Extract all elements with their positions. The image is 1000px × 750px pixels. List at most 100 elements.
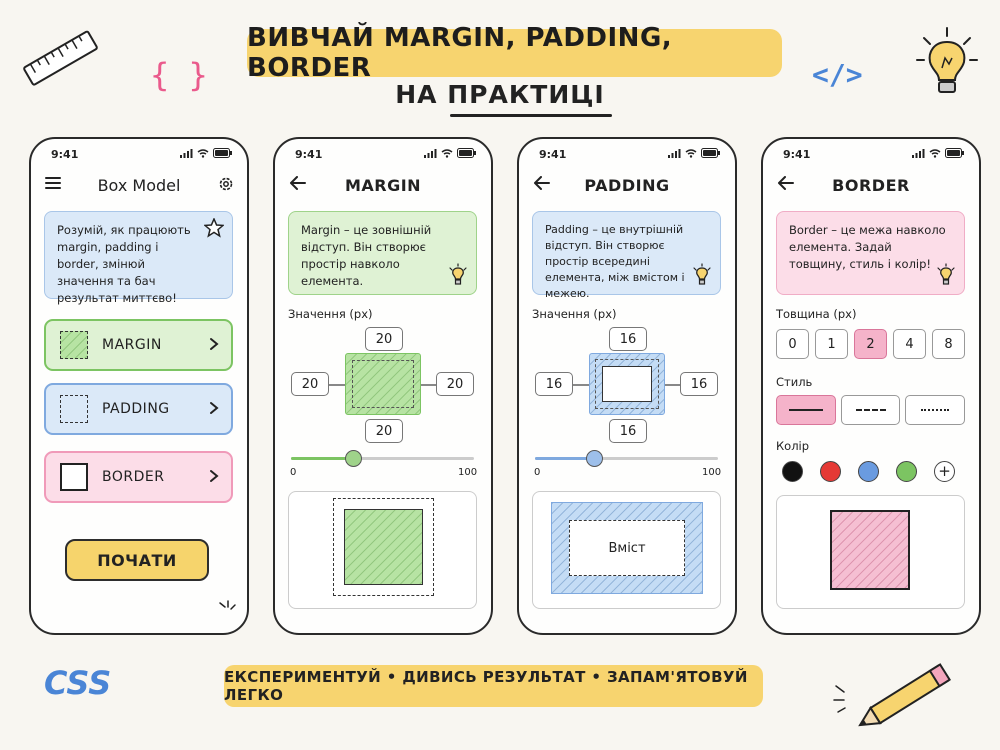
padding-slider[interactable] [535,450,718,467]
padding-left-input[interactable]: 16 [535,372,573,396]
screen-title: MARGIN [344,176,422,195]
battery-icon [945,148,964,158]
back-arrow-icon[interactable] [777,176,795,190]
screen-title: PADDING [584,176,670,195]
phone-border: 9:41 BORDER Border – це межа навколо еле… [761,137,981,635]
style-solid-selected[interactable] [776,395,836,425]
menu-item-margin[interactable]: MARGIN [44,319,233,371]
chevron-right-icon [210,402,219,414]
margin-left-input[interactable]: 20 [291,372,329,396]
battery-icon [457,148,476,158]
margin-bottom-input[interactable]: 20 [365,419,403,443]
phone-padding: 9:41 PADDING Padding – це внутрішній від… [517,137,737,635]
margin-top-input[interactable]: 20 [365,327,403,351]
margin-preview [288,491,477,609]
connector-line [420,384,436,386]
status-bar: 9:41 [31,139,247,167]
intro-card: Розумій, як працюють margin, padding і b… [44,211,233,305]
connector-line [664,384,680,386]
phone-home: 9:41 Box Model Розумій, як працюють marg… [29,137,249,635]
margin-info-text: Margin – це зовнішній відступ. Він створ… [301,223,432,288]
signal-icon [180,148,193,158]
padding-diagram-box [589,353,665,415]
width-option-1[interactable]: 1 [815,329,848,359]
gear-icon[interactable] [218,176,234,192]
preview-element: Вміст [551,502,703,594]
padding-right-input[interactable]: 16 [680,372,718,396]
slider-min-label: 0 [290,467,297,478]
slider-max-label: 100 [702,467,722,478]
chevron-right-icon [210,470,219,482]
preview-element [830,510,910,590]
width-option-4[interactable]: 4 [893,329,926,359]
width-option-0[interactable]: 0 [776,329,809,359]
status-bar: 9:41 [275,139,491,167]
style-dotted[interactable] [905,395,965,425]
slider-fill [291,457,354,460]
back-arrow-icon[interactable] [533,176,551,190]
css-label: CSS [44,664,112,702]
intro-text: Розумій, як працюють margin, padding і b… [57,223,191,305]
subtitle-underline [450,114,612,117]
signal-icon [424,148,437,158]
menu-item-label: PADDING [102,401,170,417]
margin-outline [333,498,434,596]
border-info-text: Border – це межа навколо елемента. Задай… [789,223,946,271]
slider-min-label: 0 [534,467,541,478]
style-dashed[interactable] [841,395,900,425]
start-button[interactable]: ПОЧАТИ [65,539,209,581]
margin-diagram-box [345,353,421,415]
padding-top-input[interactable]: 16 [609,327,647,351]
padding-bottom-input[interactable]: 16 [609,419,647,443]
add-color-button[interactable]: + [934,461,955,482]
page-subtitle: НА ПРАКТИЦІ [380,80,620,109]
margin-right-input[interactable]: 20 [436,372,474,396]
border-info-card: Border – це межа навколо елемента. Задай… [776,211,965,295]
lightbulb-icon [449,263,467,285]
style-label: Стиль [776,375,813,389]
plus-icon: + [938,462,951,480]
wifi-icon [685,148,697,158]
menu-item-label: MARGIN [102,337,162,353]
wifi-icon [197,148,209,158]
solid-line-icon [789,409,823,411]
content-box: Вміст [569,520,685,576]
padding-thumb-icon [60,395,88,423]
connector-line [573,384,589,386]
footer-banner: ЕКСПЕРИМЕНТУЙ • ДИВИСЬ РЕЗУЛЬТАТ • ЗАПАМ… [224,665,763,707]
battery-icon [213,148,232,158]
navbar: BORDER [763,173,979,199]
width-option-2-selected[interactable]: 2 [854,329,887,359]
status-time: 9:41 [51,148,79,161]
wifi-icon [929,148,941,158]
padding-diagram-inner [602,366,652,402]
color-swatch-black[interactable] [782,461,803,482]
navbar: MARGIN [275,173,491,199]
content-label: Вміст [608,540,646,556]
battery-icon [701,148,720,158]
status-time: 9:41 [783,148,811,161]
color-swatch-blue[interactable] [858,461,879,482]
status-bar: 9:41 [519,139,735,167]
lightbulb-icon [693,263,711,285]
width-option-8[interactable]: 8 [932,329,965,359]
menu-item-label: BORDER [102,469,165,485]
slider-knob[interactable] [345,450,363,467]
menu-item-border[interactable]: BORDER [44,451,233,503]
color-swatch-green[interactable] [896,461,917,482]
menu-item-padding[interactable]: PADDING [44,383,233,435]
dashed-line-icon [855,409,886,411]
padding-info-card: Padding – це внутрішній відступ. Він ств… [532,211,721,300]
preview-element [344,509,423,585]
values-label: Значення (px) [288,307,373,321]
slider-max-label: 100 [458,467,478,478]
margin-slider[interactable] [291,450,474,467]
color-swatch-red[interactable] [820,461,841,482]
padding-info-text: Padding – це внутрішній відступ. Він ств… [545,223,685,300]
back-arrow-icon[interactable] [289,176,307,190]
signal-icon [668,148,681,158]
hamburger-menu-icon[interactable] [45,176,61,190]
color-label: Колір [776,439,810,453]
lightbulb-icon [937,263,955,285]
slider-knob[interactable] [585,450,603,467]
